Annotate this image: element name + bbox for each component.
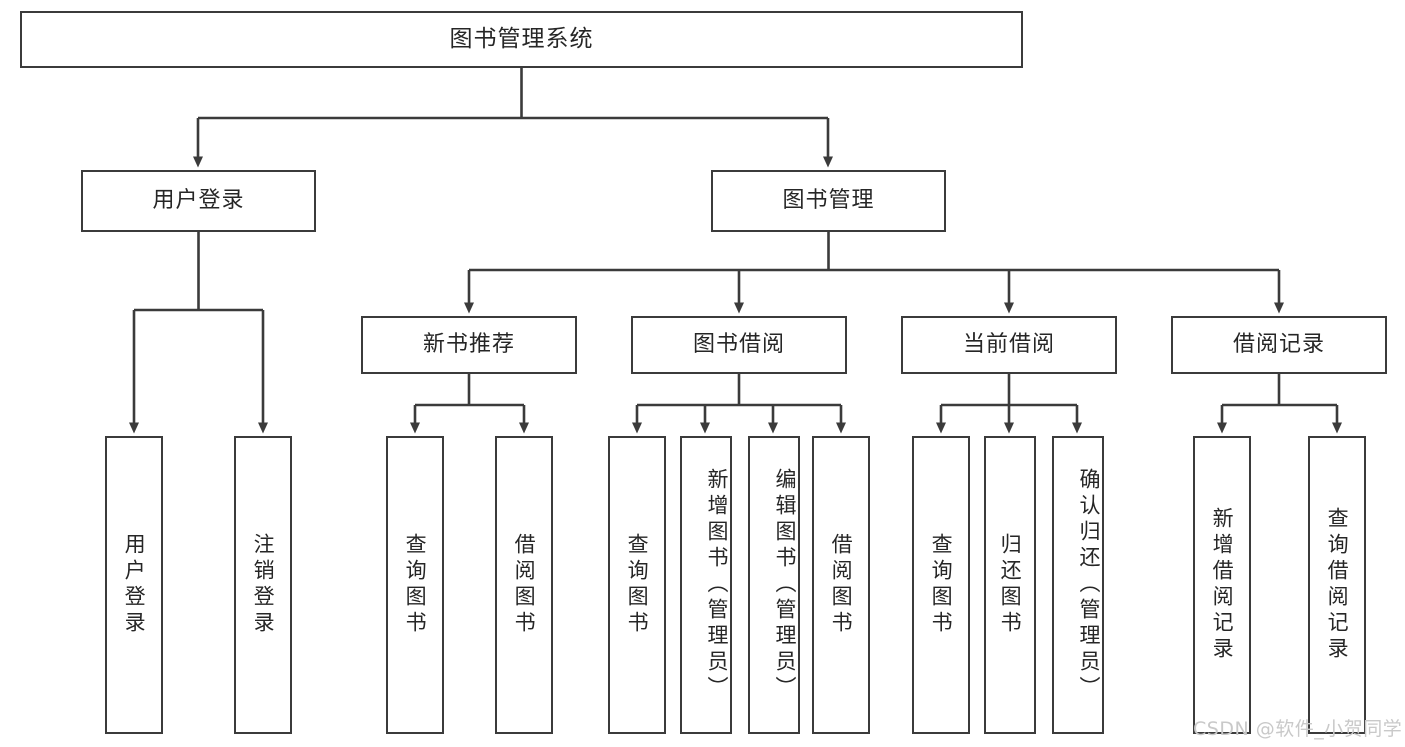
node-root-system[interactable]: 图书管理系统 (20, 11, 1023, 68)
leaf-add-book-admin[interactable]: 新增图书（管理员） (680, 436, 732, 734)
leaf-query-book-borrow[interactable]: 查询图书 (608, 436, 666, 734)
leaf-user-login[interactable]: 用户登录 (105, 436, 163, 734)
leaf-borrow-book-borrow[interactable]: 借阅图书 (812, 436, 870, 734)
leaf-logout-login[interactable]: 注销登录 (234, 436, 292, 734)
node-borrow-record[interactable]: 借阅记录 (1171, 316, 1387, 374)
node-new-book-rec[interactable]: 新书推荐 (361, 316, 577, 374)
leaf-add-borrow-record[interactable]: 新增借阅记录 (1193, 436, 1251, 734)
watermark-credit: CSDN @软件_小贺同学 (1193, 718, 1403, 740)
node-book-borrow[interactable]: 图书借阅 (631, 316, 847, 374)
leaf-confirm-return-admin[interactable]: 确认归还（管理员） (1052, 436, 1104, 734)
leaf-return-book[interactable]: 归还图书 (984, 436, 1036, 734)
leaf-query-book-current[interactable]: 查询图书 (912, 436, 970, 734)
leaf-query-borrow-record[interactable]: 查询借阅记录 (1308, 436, 1366, 734)
leaf-query-book-recommend[interactable]: 查询图书 (386, 436, 444, 734)
node-current-borrow[interactable]: 当前借阅 (901, 316, 1117, 374)
node-user-login[interactable]: 用户登录 (81, 170, 316, 232)
leaf-borrow-book-recommend[interactable]: 借阅图书 (495, 436, 553, 734)
node-book-manage[interactable]: 图书管理 (711, 170, 946, 232)
leaf-edit-book-admin[interactable]: 编辑图书（管理员） (748, 436, 800, 734)
